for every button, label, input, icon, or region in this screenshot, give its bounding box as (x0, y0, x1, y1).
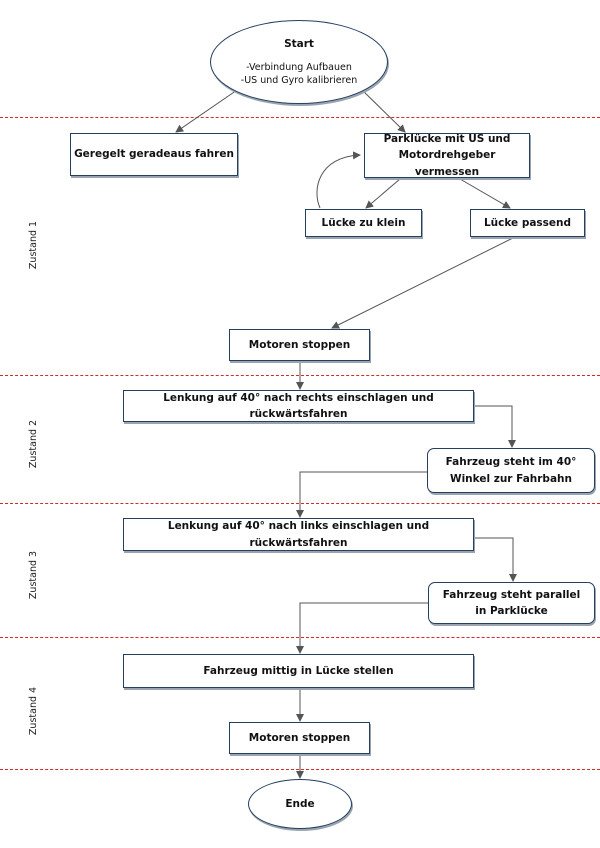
end-title: Ende (285, 797, 315, 810)
start-title: Start (284, 38, 314, 51)
gap-fits-box: Lücke passend (470, 209, 585, 237)
start-node: Start -Verbindung Aufbauen -US und Gyro … (210, 20, 388, 104)
arrow-steer-left-to-parallel (474, 537, 517, 582)
angle-40-status-box: Fahrzeug steht im 40° Winkel zur Fahrbah… (427, 448, 595, 493)
arrow-start-to-straight (175, 87, 241, 133)
arrow-steer-right-to-angle40 (474, 405, 516, 448)
measure-gap-box: Parklücke mit US und Motordrehgeber verm… (364, 133, 530, 178)
steer-right-reverse-box: Lenkung auf 40° nach rechts einschlagen … (123, 390, 474, 422)
stop-motors-box-1: Motoren stoppen (229, 329, 370, 361)
arrow-fits-to-stop1 (331, 236, 516, 329)
center-in-gap-box: Fahrzeug mittig in Lücke stellen (123, 654, 474, 688)
arrow-measure-to-too-small (365, 178, 401, 209)
arrow-angle40-to-steer-left (296, 471, 428, 518)
parallel-status-box: Fahrzeug steht parallel in Parklücke (428, 582, 595, 624)
drive-straight-box: Geregelt geradeaus fahren (70, 133, 238, 176)
arrow-measure-to-fits (459, 178, 511, 209)
start-step-calibrate: -US und Gyro kalibrieren (240, 75, 358, 87)
state-divider-1 (0, 117, 600, 118)
arrow-parallel-to-center (296, 602, 428, 654)
gap-too-small-box: Lücke zu klein (305, 209, 422, 237)
start-step-connect: -Verbindung Aufbauen (246, 62, 352, 74)
stop-motors-box-2: Motoren stoppen (229, 722, 370, 754)
end-node: Ende (248, 779, 352, 829)
arrow-too-small-back-to-measure (316, 151, 361, 209)
arrow-start-to-measure (359, 87, 406, 133)
steer-left-reverse-box: Lenkung auf 40° nach links einschlagen u… (123, 518, 474, 551)
